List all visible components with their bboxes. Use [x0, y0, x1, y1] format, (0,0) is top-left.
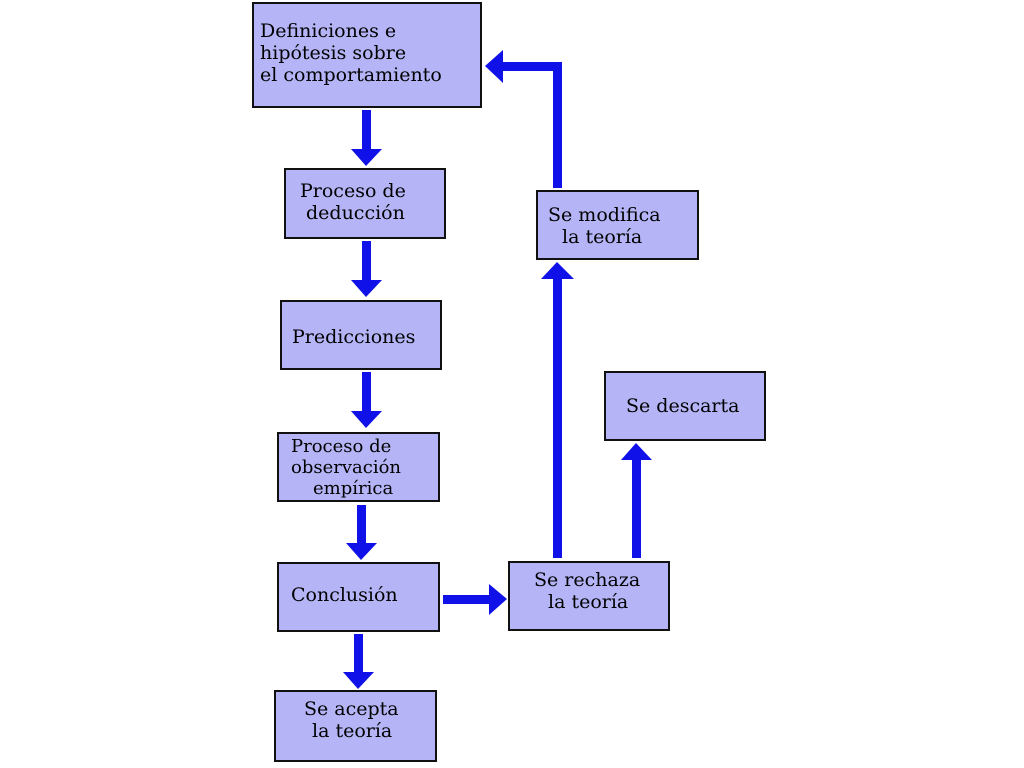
box-label-line: el comportamiento: [260, 64, 442, 86]
arrow-rechaza-to-modifica: [541, 262, 574, 558]
box-proceso-deduccion: Proceso de deducción: [284, 168, 446, 239]
box-label-line: Proceso de: [291, 436, 392, 457]
box-label-line: la teoría: [548, 591, 629, 613]
arrow-predicciones-to-observacion: [351, 372, 382, 428]
box-label-line: Predicciones: [292, 326, 416, 348]
box-predicciones: Predicciones: [280, 300, 442, 370]
arrow-rechaza-to-descarta: [621, 443, 652, 558]
box-se-acepta: Se acepta la teoría: [274, 690, 437, 762]
box-se-rechaza: Se rechaza la teoría: [508, 561, 670, 631]
box-label-line: Conclusión: [291, 584, 398, 606]
box-label-line: Se descarta: [626, 395, 740, 417]
box-label-line: empírica: [313, 478, 394, 499]
box-proceso-observacion: Proceso de observación empírica: [277, 432, 440, 502]
box-label-line: observación: [291, 457, 402, 478]
arrow-observacion-to-conclusion: [346, 505, 377, 560]
arrow-conclusion-to-acepta: [343, 634, 374, 689]
arrow-definiciones-to-deduccion: [351, 110, 382, 166]
box-label-line: Se rechaza: [534, 569, 641, 591]
box-label-line: Definiciones e: [260, 20, 397, 42]
box-conclusion: Conclusión: [277, 562, 440, 632]
box-label-line: la teoría: [562, 226, 643, 248]
box-se-descarta: Se descarta: [604, 371, 766, 441]
arrow-modifica-to-definiciones: [485, 50, 562, 188]
box-label-line: Se modifica: [548, 204, 661, 226]
box-definiciones-hipotesis: Definiciones e hipótesis sobre el compor…: [252, 2, 482, 108]
box-label-line: hipótesis sobre: [260, 42, 407, 64]
box-se-modifica: Se modifica la teoría: [536, 190, 699, 260]
box-label-line: Proceso de: [300, 180, 406, 202]
box-label-line: la teoría: [312, 720, 393, 742]
arrow-conclusion-to-rechaza: [443, 584, 507, 615]
arrow-deduccion-to-predicciones: [351, 241, 382, 297]
box-label-line: deducción: [306, 202, 405, 224]
box-label-line: Se acepta: [304, 698, 399, 720]
